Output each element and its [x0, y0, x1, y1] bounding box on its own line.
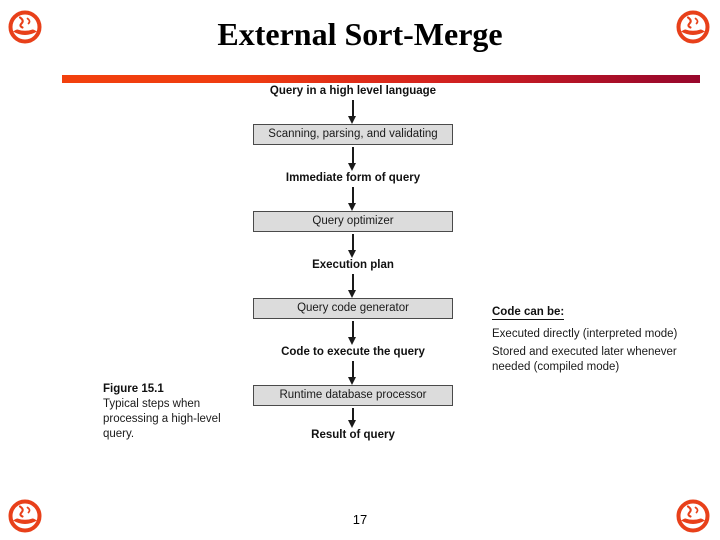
- flow-arrow: [253, 272, 453, 298]
- flow-arrow: [253, 359, 453, 385]
- flow-box-query-code-generator: Query code generator: [253, 298, 453, 319]
- note-line-interpreted-mode: Executed directly (interpreted mode): [492, 328, 678, 340]
- flow-box-runtime-database-processor: Runtime database processor: [253, 385, 453, 406]
- query-processing-flow: Query in a high level language Scanning,…: [253, 84, 453, 442]
- corner-emblem-top-left: [8, 10, 42, 44]
- flow-label-query-in-high-level-language: Query in a high level language: [269, 85, 437, 97]
- no-smoking-emblem-icon: [8, 10, 42, 44]
- no-smoking-emblem-icon: [8, 499, 42, 533]
- note-title: Code can be:: [492, 306, 565, 320]
- flow-label-code-to-execute-the-query: Code to execute the query: [281, 346, 425, 358]
- figure-caption-title: Figure 15.1: [103, 383, 164, 395]
- flow-arrow: [253, 319, 453, 345]
- page-title: External Sort-Merge: [217, 16, 503, 52]
- corner-emblem-top-right: [676, 10, 710, 44]
- flow-label-immediate-form-of-query: Immediate form of query: [285, 172, 421, 184]
- flow-box-scanning-parsing-validating: Scanning, parsing, and validating: [253, 124, 453, 145]
- page-number: 17: [352, 512, 368, 527]
- flow-arrow: [253, 406, 453, 428]
- flow-box-query-optimizer: Query optimizer: [253, 211, 453, 232]
- flow-arrow: [253, 185, 453, 211]
- flow-label-result-of-query: Result of query: [311, 429, 395, 441]
- no-smoking-emblem-icon: [676, 10, 710, 44]
- figure-caption: Figure 15.1 Typical steps when processin…: [103, 382, 221, 442]
- corner-emblem-bottom-right: [676, 499, 710, 533]
- flow-arrow: [253, 145, 453, 171]
- flow-arrow: [253, 98, 453, 124]
- figure-area: Query in a high level language Scanning,…: [0, 84, 720, 474]
- no-smoking-emblem-icon: [676, 499, 710, 533]
- figure-caption-text: Typical steps when processing a high-lev…: [103, 398, 221, 440]
- code-can-be-note: Code can be: Executed directly (interpre…: [492, 302, 707, 378]
- title-divider-bar: [62, 75, 700, 83]
- corner-emblem-bottom-left: [8, 499, 42, 533]
- flow-label-execution-plan: Execution plan: [312, 259, 394, 271]
- note-line-compiled-mode: Stored and executed later whenever neede…: [492, 345, 677, 374]
- flow-arrow: [253, 232, 453, 258]
